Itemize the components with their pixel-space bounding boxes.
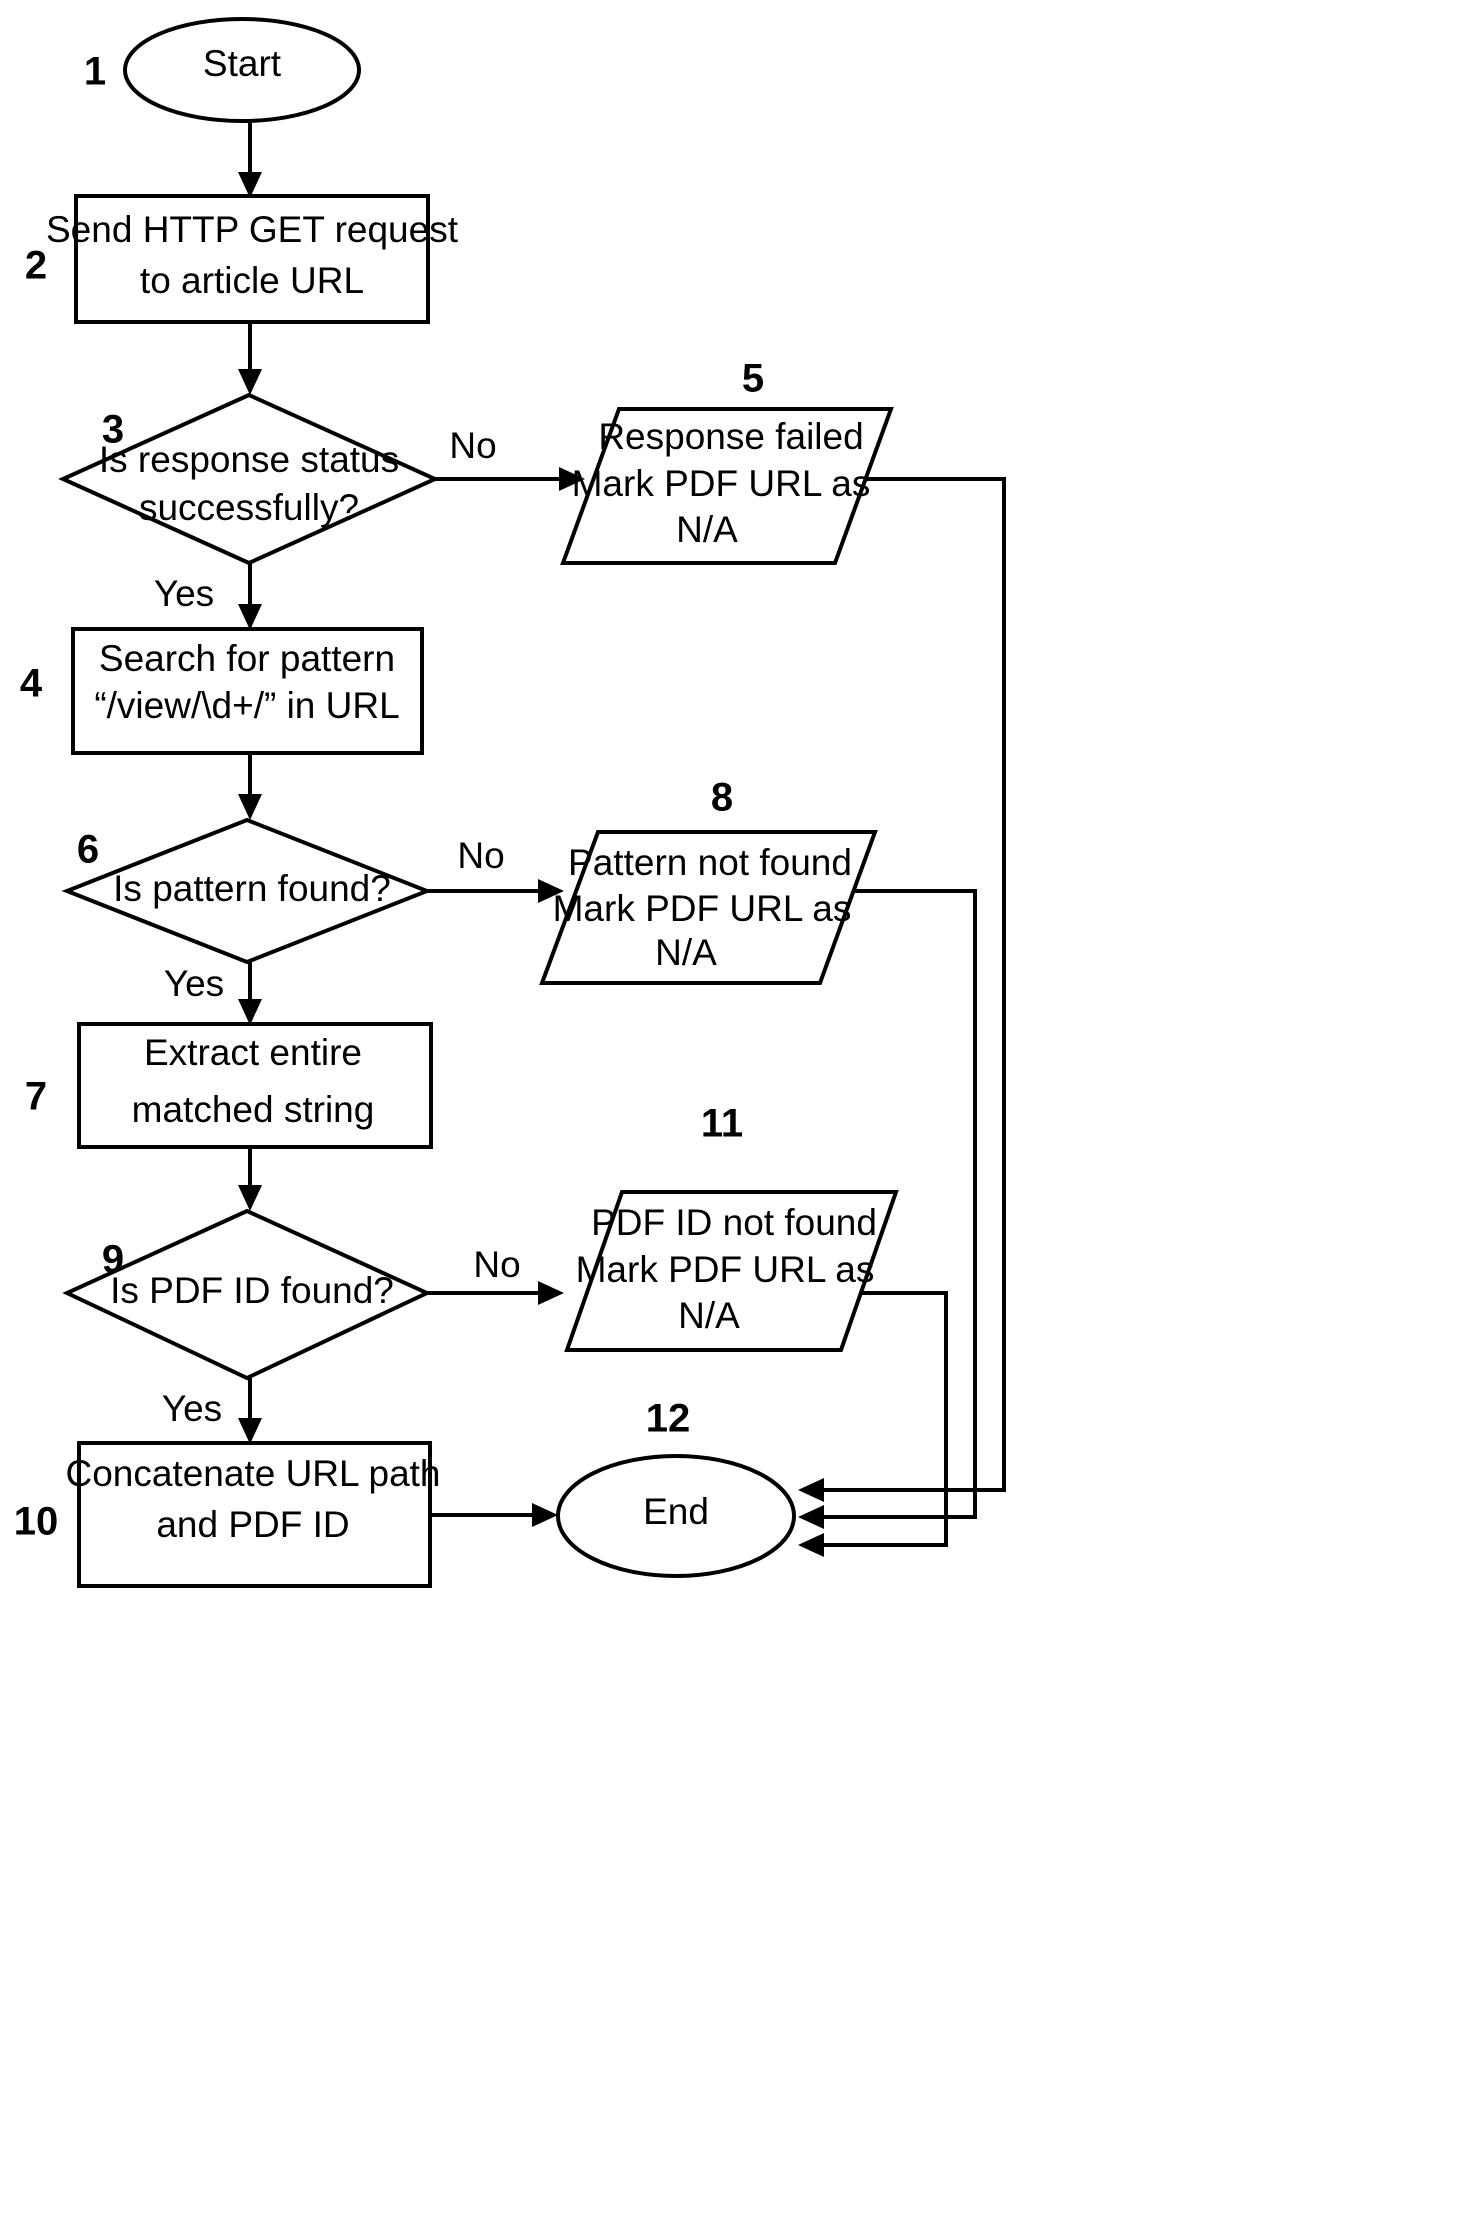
step-number-6: 6	[77, 828, 99, 872]
concatenate-line-2: and PDF ID	[156, 1504, 349, 1545]
node-search-pattern[interactable]: Search for pattern “/view/\d+/” in URL	[71, 627, 424, 755]
pdfid-not-found-line-1: PDF ID not found	[591, 1202, 877, 1243]
extract-string-line-2: matched string	[132, 1089, 375, 1130]
edge-extract-string-to-pdfid-decision	[238, 1146, 262, 1211]
node-end[interactable]: End	[556, 1454, 796, 1578]
arrowhead-icon	[238, 999, 262, 1025]
status-decision-line-1: Is response status	[99, 439, 399, 480]
search-pattern-line-1: Search for pattern	[99, 638, 395, 679]
node-pdfid-not-found[interactable]: PDF ID not found Mark PDF URL as N/A	[564, 1190, 899, 1352]
step-number-3: 3	[102, 408, 124, 452]
response-failed-line-1: Response failed	[598, 416, 863, 457]
step-number-1: 1	[84, 50, 106, 94]
node-start[interactable]: Start	[123, 17, 361, 123]
response-failed-line-3: N/A	[676, 509, 738, 550]
pattern-not-found-line-2: Mark PDF URL as	[553, 888, 852, 929]
arrowhead-icon	[238, 172, 262, 198]
arrowhead-icon	[238, 1418, 262, 1444]
arrowhead-icon	[798, 1533, 824, 1557]
edge-pdfid-not-found-to-end	[798, 1291, 948, 1557]
edge-pdfid-decision-yes-to-concatenate	[238, 1378, 262, 1444]
edge-label-pattern-yes: Yes	[164, 963, 224, 1004]
pdfid-not-found-line-3: N/A	[678, 1295, 740, 1336]
send-request-box[interactable]	[74, 194, 430, 324]
arrowhead-icon	[238, 369, 262, 395]
status-decision-line-2: successfully?	[139, 487, 359, 528]
extract-string-box[interactable]	[77, 1022, 433, 1149]
search-pattern-box[interactable]	[71, 627, 424, 755]
pdfid-decision-diamond[interactable]	[62, 1208, 432, 1381]
send-request-line-1: Send HTTP GET request	[46, 209, 459, 250]
step-number-8: 8	[711, 776, 733, 820]
edge-response-failed-to-end	[798, 477, 1006, 1502]
edge-start-to-send-request	[238, 122, 262, 198]
status-decision-diamond[interactable]	[58, 392, 440, 566]
arrowhead-icon	[238, 1185, 262, 1211]
step-number-10: 10	[14, 1500, 59, 1544]
edge-pattern-decision-yes-to-extract-string	[238, 962, 262, 1025]
edge-pdfid-decision-no-to-pdfid-not-found	[428, 1281, 564, 1305]
node-status-decision[interactable]: Is response status successfully?	[58, 392, 440, 566]
pattern-decision-label: Is pattern found?	[113, 868, 391, 909]
pdfid-decision-label: Is PDF ID found?	[110, 1270, 394, 1311]
pdfid-not-found-line-2: Mark PDF URL as	[576, 1249, 875, 1290]
pattern-decision-diamond[interactable]	[61, 817, 433, 965]
step-number-2: 2	[25, 244, 47, 288]
node-pattern-not-found[interactable]: Pattern not found Mark PDF URL as N/A	[539, 830, 878, 985]
response-failed-parallelogram[interactable]	[560, 407, 894, 565]
edge-label-status-no: No	[449, 425, 496, 466]
edge-label-status-yes: Yes	[154, 573, 214, 614]
search-pattern-line-2: “/view/\d+/” in URL	[94, 685, 399, 726]
edge-label-pattern-no: No	[457, 835, 504, 876]
step-number-7: 7	[25, 1075, 47, 1119]
step-number-5: 5	[742, 357, 764, 401]
edge-status-decision-yes-to-search-pattern	[238, 563, 262, 630]
end-ellipse[interactable]	[556, 1454, 796, 1578]
edge-status-decision-no-to-response-failed	[436, 467, 585, 491]
concatenate-line-1: Concatenate URL path	[65, 1453, 440, 1494]
arrowhead-icon	[238, 604, 262, 630]
edge-pattern-decision-no-to-pattern-not-found	[428, 879, 564, 903]
arrowhead-icon	[798, 1478, 824, 1502]
extract-string-line-1: Extract entire	[144, 1032, 362, 1073]
end-label: End	[643, 1491, 709, 1532]
step-number-12: 12	[646, 1397, 691, 1441]
step-number-11: 11	[701, 1102, 743, 1146]
edge-search-pattern-to-pattern-decision	[238, 752, 262, 820]
node-send-http-request[interactable]: Send HTTP GET request to article URL	[46, 194, 459, 324]
response-failed-line-2: Mark PDF URL as	[572, 463, 871, 504]
node-extract-string[interactable]: Extract entire matched string	[77, 1022, 433, 1149]
edge-label-pdfid-yes: Yes	[162, 1388, 222, 1429]
node-pdfid-decision[interactable]: Is PDF ID found?	[62, 1208, 432, 1381]
pattern-not-found-line-1: Pattern not found	[568, 842, 852, 883]
node-response-failed[interactable]: Response failed Mark PDF URL as N/A	[560, 407, 894, 565]
send-request-line-2: to article URL	[140, 260, 364, 301]
arrowhead-icon	[532, 1503, 558, 1527]
arrowhead-icon	[538, 879, 564, 903]
pattern-not-found-parallelogram[interactable]	[539, 830, 878, 985]
edge-label-pdfid-no: No	[473, 1244, 520, 1285]
node-concatenate[interactable]: Concatenate URL path and PDF ID	[65, 1441, 441, 1588]
edge-send-request-to-status-decision	[238, 322, 262, 395]
arrowhead-icon	[238, 794, 262, 820]
pdfid-not-found-parallelogram[interactable]	[564, 1190, 899, 1352]
step-number-9: 9	[102, 1238, 124, 1282]
concatenate-box[interactable]	[77, 1441, 432, 1588]
arrowhead-icon	[538, 1281, 564, 1305]
pattern-not-found-line-3: N/A	[655, 932, 717, 973]
start-ellipse[interactable]	[123, 17, 361, 123]
step-number-4: 4	[20, 662, 43, 706]
node-pattern-decision[interactable]: Is pattern found?	[61, 817, 433, 965]
edge-pattern-not-found-to-end	[798, 889, 977, 1529]
arrowhead-icon	[798, 1505, 824, 1529]
edge-concatenate-to-end	[428, 1503, 558, 1527]
arrowhead-icon	[559, 467, 585, 491]
start-label: Start	[203, 43, 282, 84]
